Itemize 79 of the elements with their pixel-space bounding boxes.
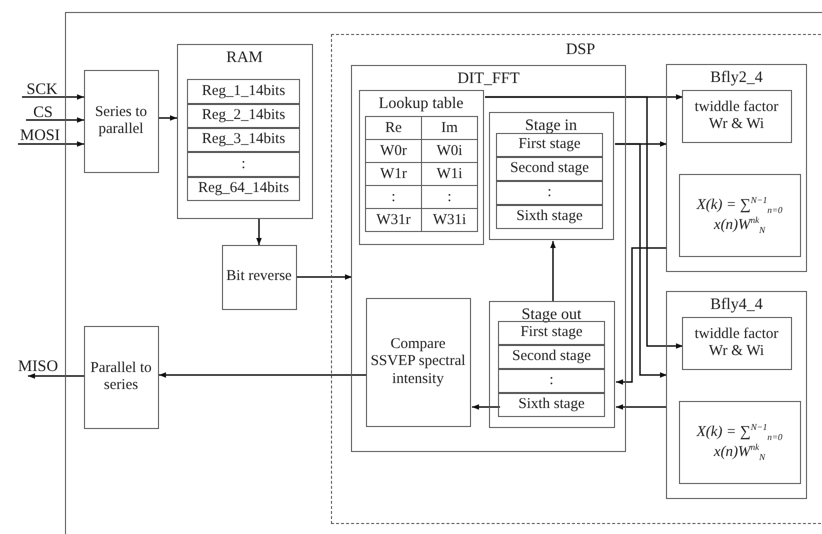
arrow: [18, 141, 84, 147]
formula-box: [678, 174, 800, 256]
box-label: Bit reverse: [225, 268, 293, 286]
table-cell: W31r: [365, 208, 422, 232]
register-row: [498, 369, 605, 393]
register-row: [496, 181, 603, 205]
module-box: [666, 64, 807, 272]
arrow: [159, 372, 367, 378]
box-label: Parallel to series: [89, 360, 153, 394]
signal-label: CS: [26, 105, 60, 120]
register-row: [496, 205, 603, 229]
signal-label: MOSI: [16, 128, 64, 144]
box-label: Second stage: [510, 160, 589, 178]
dsp-region: [330, 34, 822, 524]
register-row: [187, 177, 300, 201]
box-label: Sixth stage: [518, 396, 585, 414]
chip-boundary: [65, 12, 822, 534]
process-box: [682, 90, 792, 142]
formula-box: [678, 400, 800, 484]
arrow: [256, 219, 262, 245]
module-box: [666, 291, 807, 499]
table-cell: W31i: [421, 208, 478, 232]
signal-label: SCK: [22, 82, 62, 97]
arrow: [485, 96, 683, 349]
box-label: :: [547, 184, 552, 202]
register-row: [187, 79, 300, 104]
arrow: [616, 247, 667, 385]
arrow: [550, 241, 556, 302]
block-title: Bfly4_4: [710, 296, 763, 314]
arrow: [26, 117, 84, 123]
arrow: [28, 373, 84, 379]
register-row: [498, 345, 605, 369]
register-row: [498, 321, 605, 345]
box-label: Reg_64_14bits: [198, 180, 289, 198]
block-title: Stage out: [522, 306, 582, 324]
arrow: [297, 274, 352, 280]
register-row: [187, 128, 300, 152]
module-box: [488, 300, 614, 428]
block-title: DSP: [566, 40, 596, 59]
register-row: [496, 133, 603, 157]
process-box: [222, 244, 296, 310]
box-label: twiddle factor Wr & Wi: [694, 326, 780, 360]
module-box: [176, 44, 312, 218]
box-label: :: [241, 156, 246, 174]
box-label: Reg_1_14bits: [202, 82, 286, 100]
arrow: [159, 115, 177, 121]
module-box: [358, 90, 484, 244]
box-label: Compare SSVEP spectral intensity: [370, 336, 466, 388]
register-row: [498, 393, 605, 417]
box-label: Series to parallel: [94, 104, 148, 138]
box-label: Sixth stage: [516, 208, 583, 226]
block-title: RAM: [226, 48, 263, 67]
block-title: Stage in: [525, 116, 577, 135]
register-row: [496, 157, 603, 181]
register-row: [187, 152, 300, 177]
box-label: Second stage: [512, 348, 591, 366]
arrow: [472, 404, 500, 410]
box-label: Reg_3_14bits: [202, 131, 286, 149]
arrow: [616, 404, 667, 410]
arrow: [22, 94, 84, 100]
box-label: Reg_2_14bits: [202, 107, 286, 125]
block-title: Lookup table: [378, 94, 464, 113]
process-box: [84, 326, 158, 428]
box-label: First stage: [518, 136, 581, 154]
process-box: [366, 298, 470, 426]
arrow: [615, 143, 667, 378]
module-box: [488, 112, 614, 240]
block-title: DIT_FFT: [457, 70, 520, 88]
table-cell: Im: [421, 116, 478, 140]
module-box: [351, 65, 626, 452]
process-box: [84, 70, 158, 172]
table-cell: Re: [365, 116, 422, 140]
register-row: [187, 104, 300, 128]
signal-label: MISO: [14, 358, 62, 376]
box-label: twiddle factor Wr & Wi: [694, 98, 780, 134]
box-label: :: [549, 372, 554, 390]
process-box: [682, 316, 792, 370]
box-label: First stage: [520, 324, 583, 342]
block-title: Bfly2_4: [710, 69, 763, 88]
